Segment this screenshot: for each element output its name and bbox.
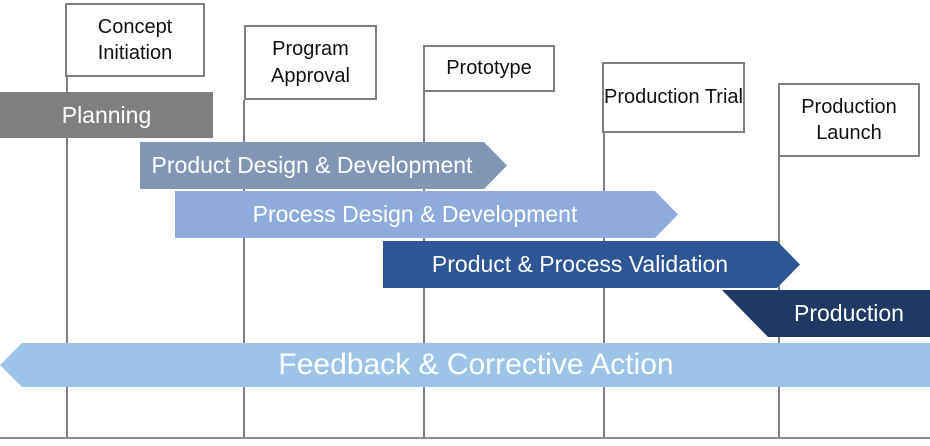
milestone-box-production-trial-label: Production Trial: [604, 86, 743, 109]
milestone-box-prototype: Prototype: [423, 45, 555, 92]
phase-bar-process-design-development: Process Design & Development: [175, 191, 678, 238]
phase-bar-feedback-corrective-action-label: Feedback & Corrective Action: [278, 348, 674, 381]
phase-bar-product-process-validation-label: Product & Process Validation: [431, 251, 729, 277]
milestone-box-production-launch-label: Production Launch: [801, 95, 897, 144]
phase-bar-process-design-development-label: Process Design & Development: [252, 201, 578, 227]
phase-bar-feedback-corrective-action: Feedback & Corrective Action: [0, 343, 930, 387]
phase-bar-production: Production: [722, 290, 930, 337]
milestone-box-concept-initiation-label: Concept Initiation: [97, 15, 173, 64]
milestone-box-program-approval-label: Program Approval: [271, 38, 350, 87]
milestone-box-production-trial: Production Trial: [602, 62, 745, 133]
phase-bar-product-design-development-label: Product Design & Development: [151, 152, 473, 178]
milestone-box-concept-initiation: Concept Initiation: [65, 3, 205, 77]
phase-bar-product-design-development: Product Design & Development: [140, 142, 507, 189]
phase-bar-production-label: Production: [794, 300, 904, 326]
milestone-box-program-approval: Program Approval: [244, 25, 377, 100]
milestone-line-concept-initiation: [66, 77, 68, 438]
milestone-line-program-approval: [243, 100, 245, 438]
milestone-box-prototype-label: Prototype: [446, 57, 532, 80]
phase-bar-product-process-validation: Product & Process Validation: [383, 241, 800, 288]
milestone-box-production-launch: Production Launch: [778, 83, 920, 157]
timeline-baseline: [0, 437, 930, 439]
phase-bar-planning-label: Planning: [61, 101, 152, 128]
phase-bar-planning: Planning: [0, 92, 213, 138]
